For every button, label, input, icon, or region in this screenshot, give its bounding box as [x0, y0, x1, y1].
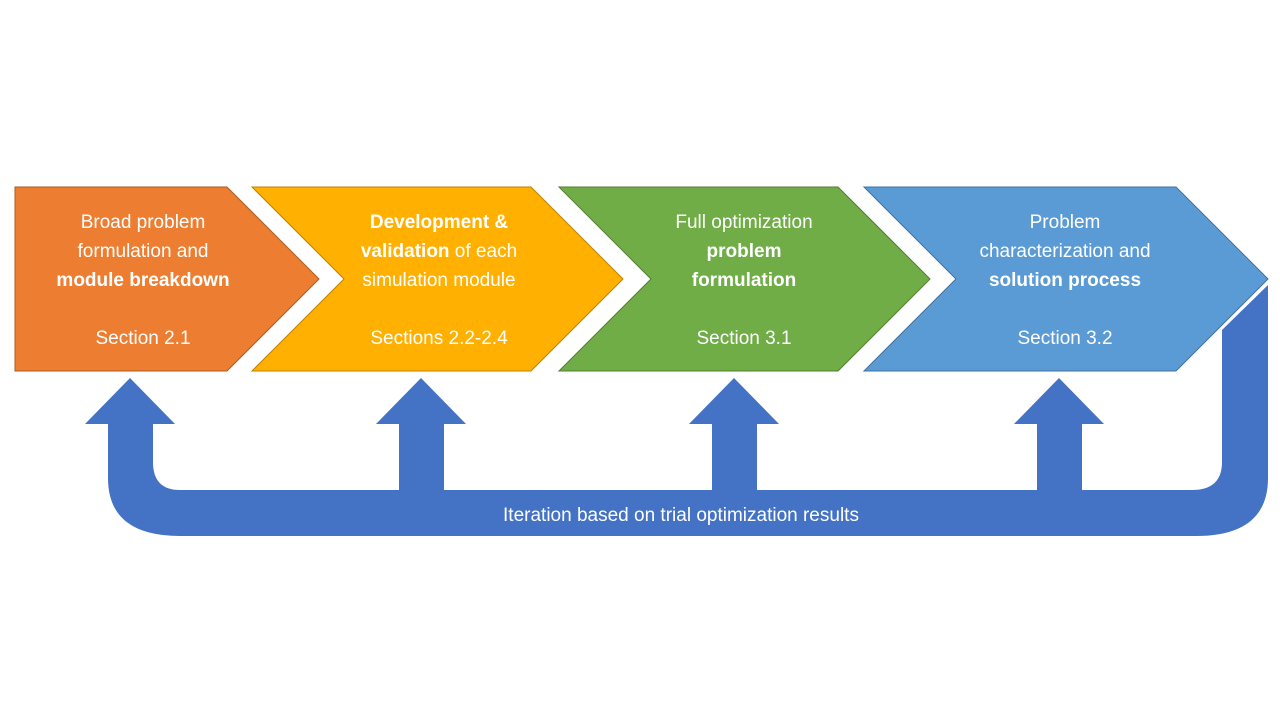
step-2-section: Sections 2.2-2.4 [370, 328, 508, 349]
up-arrow-2 [376, 378, 466, 492]
step-1-line-2: formulation and [78, 241, 209, 262]
up-arrow-3 [689, 378, 779, 492]
step-1-section: Section 2.1 [95, 328, 190, 349]
feedback-label: Iteration based on trial optimization re… [503, 505, 859, 526]
step-4-line-2: characterization and [979, 241, 1150, 262]
step-2-line-2-rest: of each [450, 241, 518, 262]
up-arrow-1 [85, 378, 175, 424]
step-4-line-3: solution process [989, 270, 1141, 291]
step-3-line-2: problem [707, 241, 782, 262]
step-2-line-1: Development & [370, 212, 509, 233]
step-1-line-3: module breakdown [56, 270, 229, 291]
step-3-line-1: Full optimization [675, 212, 812, 233]
step-2-chevron [250, 186, 624, 372]
step-4-line-1: Problem [1030, 212, 1101, 233]
feedback-loop-band [108, 285, 1268, 536]
step-4-section: Section 3.2 [1017, 328, 1112, 349]
step-3-line-3: formulation [692, 270, 797, 291]
step-2-line-2: validation of each [361, 241, 517, 262]
step-1-chevron [14, 186, 320, 372]
step-3-section: Section 3.1 [696, 328, 791, 349]
step-4-chevron [862, 186, 1269, 372]
step-2-line-2-bold: validation [361, 241, 450, 262]
step-1-line-1: Broad problem [81, 212, 206, 233]
step-2-line-3: simulation module [362, 270, 515, 291]
up-arrow-4 [1014, 378, 1104, 492]
step-3-chevron [557, 186, 931, 372]
